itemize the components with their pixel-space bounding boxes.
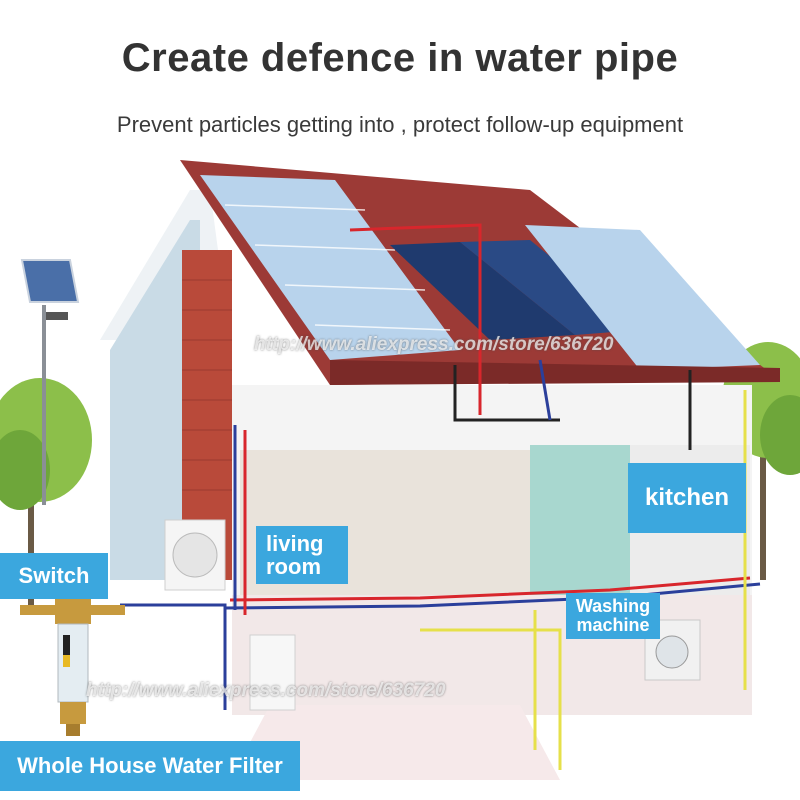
living-room-label: living room (256, 526, 348, 584)
page-title: Create defence in water pipe (121, 36, 679, 80)
solar-street-light (20, 259, 80, 505)
washing-machine-label: Washing machine (566, 593, 660, 639)
air-conditioner-unit (164, 519, 226, 591)
watermark-top: http://www.aliexpress.com/store/636720 (254, 334, 614, 355)
living-room-label-line2: room (266, 554, 321, 579)
switch-label: Switch (0, 553, 108, 599)
water-heater (249, 634, 296, 711)
page-subtitle: Prevent particles getting into , protect… (116, 112, 684, 137)
living-room-label-line1: living (266, 530, 324, 556)
water-pipes (120, 223, 761, 770)
kitchen-label: kitchen (628, 463, 746, 533)
whole-house-filter-label: Whole House Water Filter (0, 741, 300, 791)
watermark-bottom: http://www.aliexpress.com/store/636720 (86, 680, 446, 701)
house-plumbing-illustration (0, 160, 800, 780)
washing-machine-label-line1: Washing (575, 596, 651, 617)
washing-machine-label-line2: machine (576, 615, 650, 635)
